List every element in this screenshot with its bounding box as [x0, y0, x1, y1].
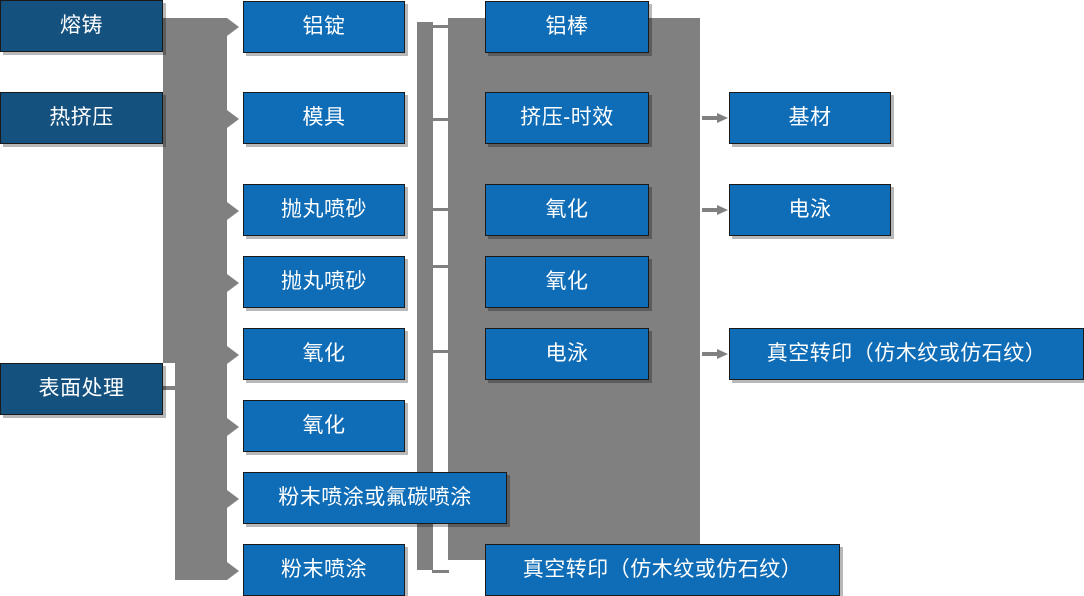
arrow-head-icon: [717, 349, 728, 359]
input-node-1[interactable]: 铝锭: [243, 1, 405, 53]
stage-node-3[interactable]: 表面处理: [0, 363, 163, 415]
process-node-5[interactable]: 电泳: [485, 328, 649, 380]
input-node-7[interactable]: 粉末喷涂或氟碳喷涂: [243, 472, 507, 524]
input-node-6[interactable]: 氧化: [243, 400, 405, 452]
output-node-2[interactable]: 电泳: [729, 184, 891, 236]
bus-arrowhead-2: [227, 110, 239, 128]
process-node-3[interactable]: 氧化: [485, 184, 649, 236]
output-node-3[interactable]: 真空转印（仿木纹或仿石纹）: [729, 328, 1084, 380]
input-node-2[interactable]: 模具: [243, 92, 405, 144]
arrow-head-icon: [717, 205, 728, 215]
connector-tie-4: [432, 265, 449, 268]
input-node-8[interactable]: 粉末喷涂: [243, 544, 405, 596]
bus-arrowhead-5: [227, 346, 239, 364]
input-node-5[interactable]: 氧化: [243, 328, 405, 380]
stage-node-1[interactable]: 熔铸: [0, 0, 163, 52]
process-node-6[interactable]: 真空转印（仿木纹或仿石纹）: [485, 544, 840, 596]
bus-arrowhead-7: [227, 490, 239, 508]
bus-arrowhead-6: [227, 418, 239, 436]
connector-tie-2: [432, 118, 449, 121]
bus-arrowhead-1: [227, 18, 239, 36]
connector-tie-3: [432, 208, 449, 211]
arrow-shaft: [702, 208, 718, 212]
connector-tie-1: [432, 25, 449, 28]
input-node-3[interactable]: 抛丸喷砂: [243, 184, 405, 236]
output-arrow-1: [702, 113, 728, 123]
output-arrow-2: [702, 205, 728, 215]
bus-arrowhead-3: [227, 202, 239, 220]
arrow-head-icon: [717, 113, 728, 123]
connector-tie-5: [432, 350, 449, 353]
connector-bar-middle: [417, 22, 433, 570]
input-node-4[interactable]: 抛丸喷砂: [243, 256, 405, 308]
bus-arrowhead-4: [227, 274, 239, 292]
arrow-shaft: [702, 352, 718, 356]
bus-arrowhead-8: [227, 562, 239, 580]
process-node-1[interactable]: 铝棒: [485, 1, 649, 53]
output-arrow-3: [702, 349, 728, 359]
output-node-1[interactable]: 基材: [729, 92, 891, 144]
stage-node-2[interactable]: 热挤压: [0, 92, 163, 144]
process-node-4[interactable]: 氧化: [485, 256, 649, 308]
connector-stub-surface-treatment: [163, 386, 183, 390]
connector-bus-left: [175, 18, 227, 580]
arrow-shaft: [702, 116, 718, 120]
process-node-2[interactable]: 挤压-时效: [485, 92, 649, 144]
connector-tie-6: [432, 570, 449, 573]
